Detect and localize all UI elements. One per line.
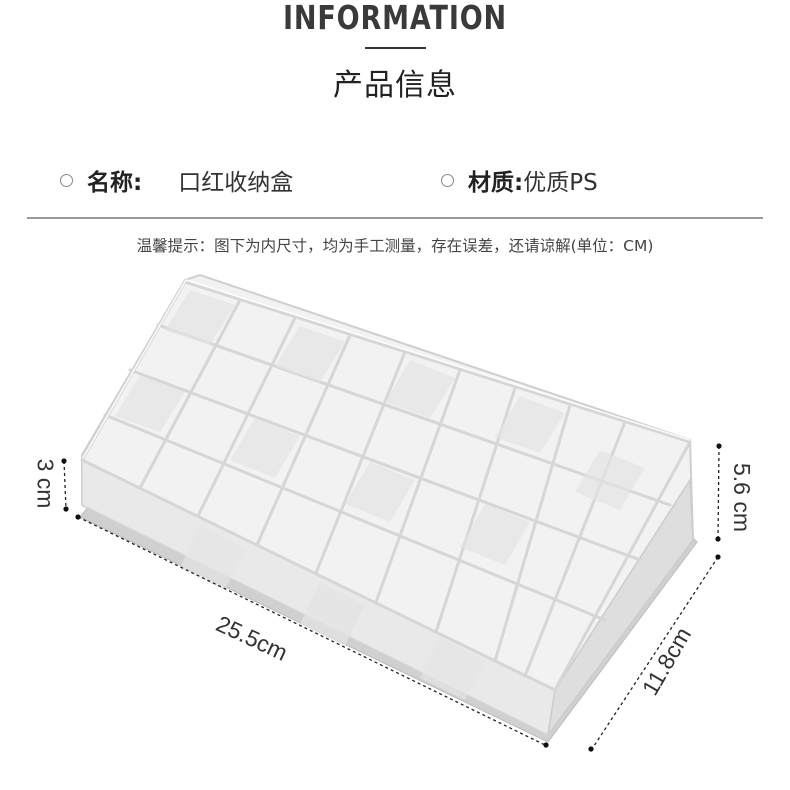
spec-value: 口红收纳盒 [178,170,294,196]
spec-item-material: 材质: 优质PS [441,163,598,197]
spec-label: 名称: [87,170,143,196]
section-title-chinese: 产品信息 [333,68,457,103]
dimension-label-front-height: 3 cm [32,458,59,509]
spec-item-name: 名称: 口红收纳盒 [60,163,293,197]
title-underline [365,47,426,49]
spec-label: 材质: [468,170,524,196]
hollow-circle-bullet-icon [60,173,73,187]
section-title-english: INFORMATION [282,0,508,37]
measurement-note: 温馨提示：图下为内尺寸，均为手工测量，存在误差，还请谅解(单位：CM) [136,237,654,255]
dimension-label-back-height: 5.6 cm [729,462,756,533]
section-divider [27,217,763,219]
spec-value: 优质PS [523,170,598,196]
hollow-circle-bullet-icon [441,173,454,187]
